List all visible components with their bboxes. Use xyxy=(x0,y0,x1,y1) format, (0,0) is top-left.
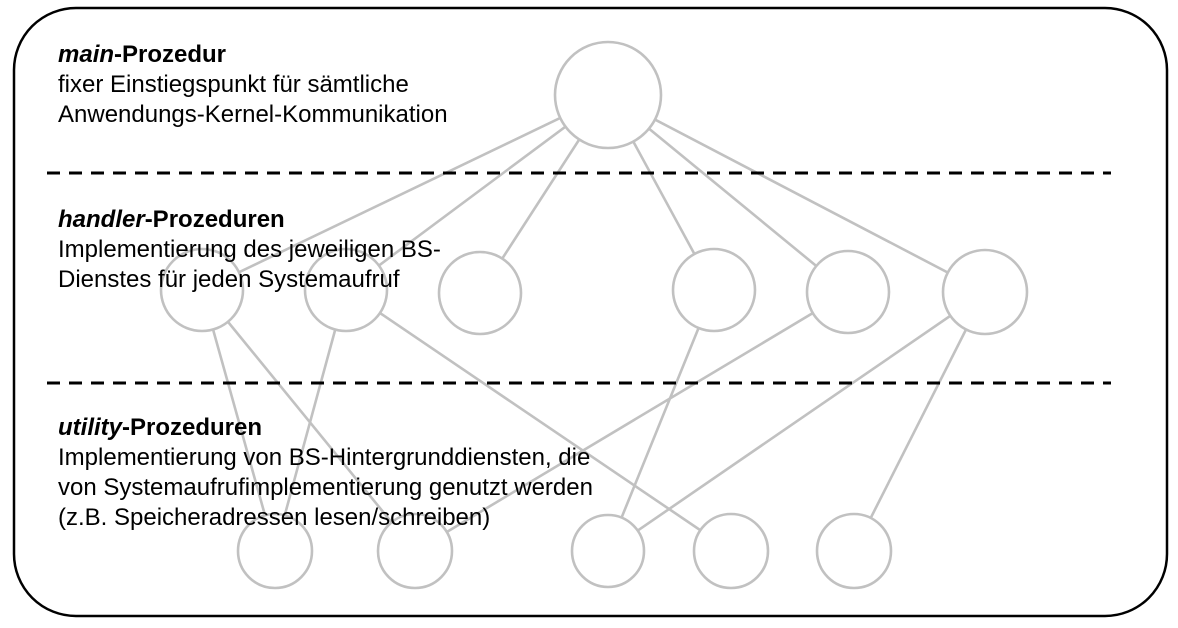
section-handler-line-1: Implementierung des jeweiligen BS- xyxy=(58,236,441,263)
section-utility-heading-rest: -Prozeduren xyxy=(122,414,263,441)
node-main xyxy=(553,40,663,150)
section-utility-line-1: Implementierung von BS-Hintergrunddienst… xyxy=(58,444,591,471)
node-h2 xyxy=(303,247,389,333)
section-handler-line-2: Dienstes für jeden Systemaufruf xyxy=(58,266,400,293)
edge-main-h1 xyxy=(201,93,609,292)
node-h5 xyxy=(805,249,891,335)
edge-h6-u5 xyxy=(852,291,987,552)
section-handler: handler-Prozeduren Implementierung des j… xyxy=(58,205,441,295)
edge-h5-u2 xyxy=(414,290,849,553)
node-h6 xyxy=(941,248,1029,336)
section-handler-heading-rest: -Prozeduren xyxy=(144,206,285,233)
edge-h2-u4 xyxy=(345,288,732,553)
edge-h4-u3 xyxy=(606,289,716,552)
node-u3 xyxy=(570,513,646,589)
section-main-heading-italic: main xyxy=(58,41,115,68)
outer-frame xyxy=(12,6,1169,618)
node-u4 xyxy=(692,512,770,590)
section-main-heading: main-Prozedur xyxy=(58,40,448,70)
section-utility-line-3: (z.B. Speicheradressen lesen/schreiben) xyxy=(58,504,491,531)
node-u1 xyxy=(236,512,314,590)
node-h4 xyxy=(671,247,757,333)
edge-main-h2 xyxy=(345,93,609,292)
section-main-heading-rest: -Prozedur xyxy=(114,41,227,68)
section-utility-line-2: von Systemaufrufimplementierung genutzt … xyxy=(58,474,593,501)
section-utility: utility-Prozeduren Implementierung von B… xyxy=(58,413,593,533)
edge-h1-u2 xyxy=(200,289,417,552)
edge-main-h6 xyxy=(607,93,986,294)
node-u2 xyxy=(376,512,454,590)
node-h1 xyxy=(159,247,245,333)
section-utility-heading-italic: utility xyxy=(58,414,122,441)
section-handler-heading-italic: handler xyxy=(58,206,145,233)
edge-h6-u3 xyxy=(607,290,986,553)
node-u5 xyxy=(815,512,893,590)
section-main-line-2: Anwendungs-Kernel-Kommunikation xyxy=(58,101,448,128)
node-h3 xyxy=(437,250,523,336)
edge-h1-u1 xyxy=(200,289,277,552)
edge-h2-u1 xyxy=(273,289,348,552)
section-utility-heading: utility-Prozeduren xyxy=(58,413,593,443)
section-main-line-1: fixer Einstiegspunkt für sämtliche xyxy=(58,71,409,98)
section-handler-heading: handler-Prozeduren xyxy=(58,205,441,235)
section-main: main-Prozedur fixer Einstiegspunkt für s… xyxy=(58,40,448,130)
